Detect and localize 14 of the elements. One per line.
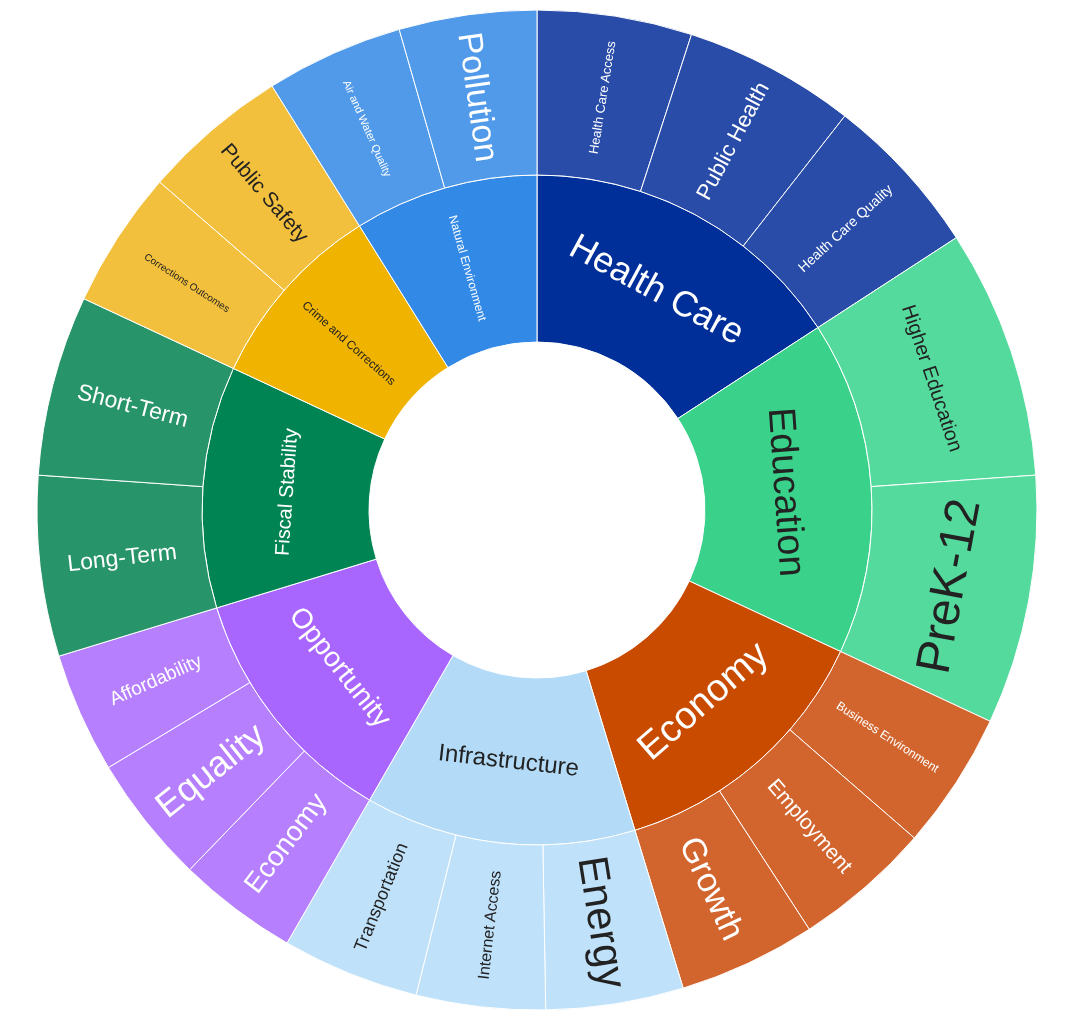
sunburst-segment	[536, 9, 692, 192]
sunburst-segment	[398, 9, 538, 189]
segment-label: Health Care Access	[587, 40, 618, 155]
segment-label: Energy	[571, 853, 634, 992]
sunburst-segment	[415, 834, 547, 1011]
segment-label: Long-Term	[66, 539, 179, 575]
segment-label: Fiscal Stability	[271, 428, 301, 557]
segment-label: Education	[763, 406, 813, 579]
segment-label: Infrastructure	[437, 739, 581, 780]
segment-label: Internet Access	[475, 869, 505, 981]
segment-label: Pollution	[453, 29, 505, 164]
sunburst-segment	[542, 829, 684, 1011]
sunburst-segment	[36, 474, 218, 657]
segment-label: PreK-12	[907, 495, 988, 677]
